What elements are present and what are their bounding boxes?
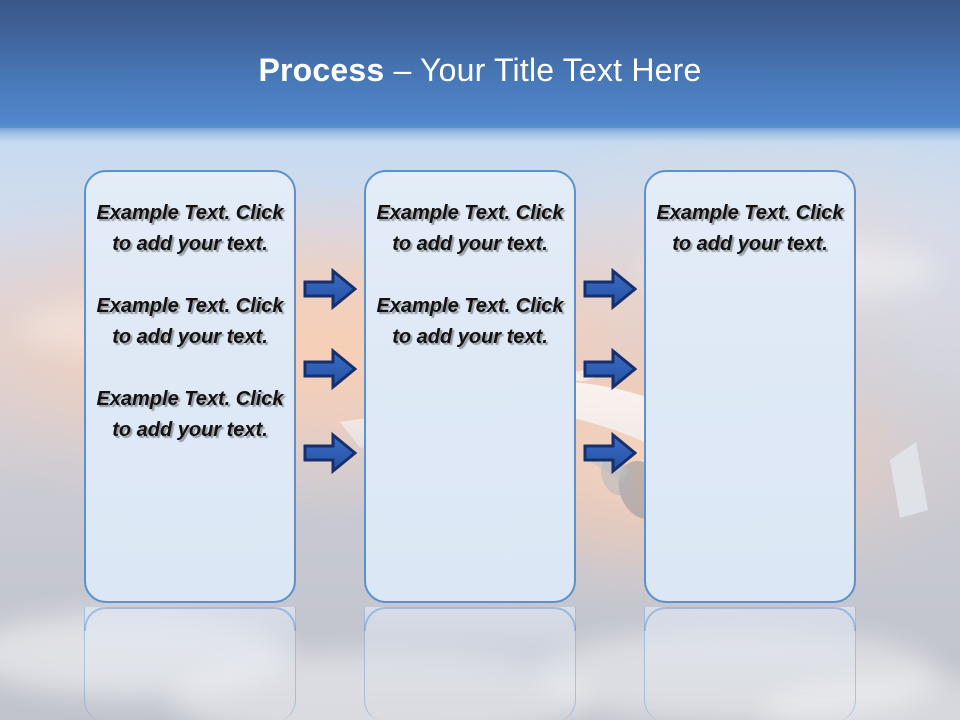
right-arrow-icon[interactable] <box>303 268 357 310</box>
right-arrow-icon[interactable] <box>303 432 357 474</box>
right-arrow-icon[interactable] <box>583 348 637 390</box>
right-arrow-icon[interactable] <box>583 432 637 474</box>
page-title-rest: – Your Title Text Here <box>384 52 702 88</box>
process-box-1-paragraph-2: Example Text. Click to add your text. <box>96 295 284 348</box>
process-box-1-paragraph-3: Example Text. Click to add your text. <box>96 388 284 441</box>
process-box-3-paragraph-1: Example Text. Click to add your text. <box>656 202 844 255</box>
page-title-bold: Process <box>258 52 385 88</box>
process-box-3[interactable]: Example Text. Click to add your text. <box>644 170 856 603</box>
process-box-2-paragraph-1: Example Text. Click to add your text. <box>376 202 564 255</box>
right-arrow-icon[interactable] <box>583 268 637 310</box>
process-box-1[interactable]: Example Text. Click to add your text. Ex… <box>84 170 296 603</box>
process-box-2[interactable]: Example Text. Click to add your text. Ex… <box>364 170 576 603</box>
title-band-fade <box>0 124 960 146</box>
page-title: Process – Your Title Text Here <box>0 50 960 90</box>
title-band <box>0 0 960 128</box>
process-box-1-paragraph-1: Example Text. Click to add your text. <box>96 202 284 255</box>
right-arrow-icon[interactable] <box>303 348 357 390</box>
process-box-2-paragraph-2: Example Text. Click to add your text. <box>376 295 564 348</box>
